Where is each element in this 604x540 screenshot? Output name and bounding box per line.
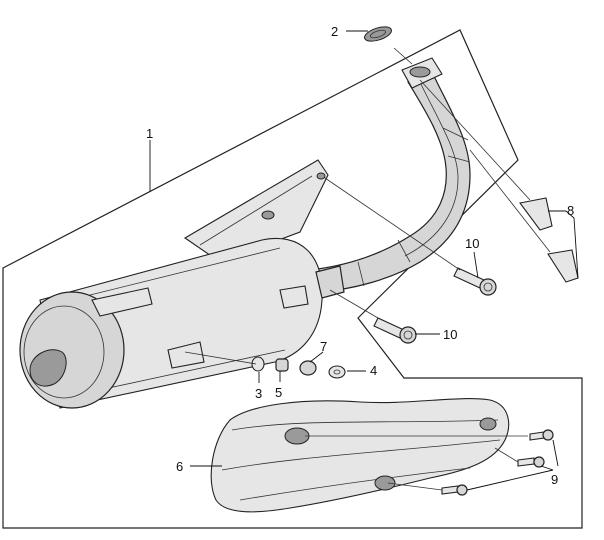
grommet-part-7 (299, 360, 317, 376)
muffler-side-bracket-left (91, 287, 153, 317)
washer-part-4 (328, 365, 346, 379)
screw-middle (517, 456, 545, 468)
bolt-lower (373, 317, 417, 344)
muffler-tailpipe (29, 349, 67, 387)
leader-7 (309, 351, 324, 363)
collar-part-5 (275, 358, 289, 372)
heat-shield-hole-lower (374, 475, 396, 491)
screw-upper (529, 429, 554, 441)
label-part-3: 3 (255, 386, 262, 401)
muffler-side-bracket-right (279, 285, 309, 309)
leader-10a (473, 251, 479, 279)
label-part-6: 6 (176, 459, 183, 474)
label-part-2: 2 (331, 24, 338, 39)
screw-lower (441, 484, 468, 496)
washer-part-3 (251, 356, 265, 372)
gasket (364, 26, 392, 42)
label-part-4: 4 (370, 363, 377, 378)
label-part-5: 5 (275, 385, 282, 400)
leader-9 (466, 439, 559, 491)
label-part-8: 8 (567, 203, 574, 218)
muffler-lower-bracket (167, 341, 205, 369)
heat-shield-hole-right (479, 417, 497, 431)
assembly-boundary (2, 29, 583, 529)
label-part-7: 7 (320, 339, 327, 354)
label-part-9: 9 (551, 472, 558, 487)
label-part-10-upper: 10 (465, 236, 479, 251)
exhaust-header-pipe (309, 57, 471, 293)
label-part-1: 1 (146, 126, 153, 141)
label-part-10-lower: 10 (443, 327, 457, 342)
muffler (19, 159, 345, 409)
heat-shield (210, 398, 510, 513)
bolt-upper (453, 267, 497, 296)
leader-8 (548, 210, 579, 279)
